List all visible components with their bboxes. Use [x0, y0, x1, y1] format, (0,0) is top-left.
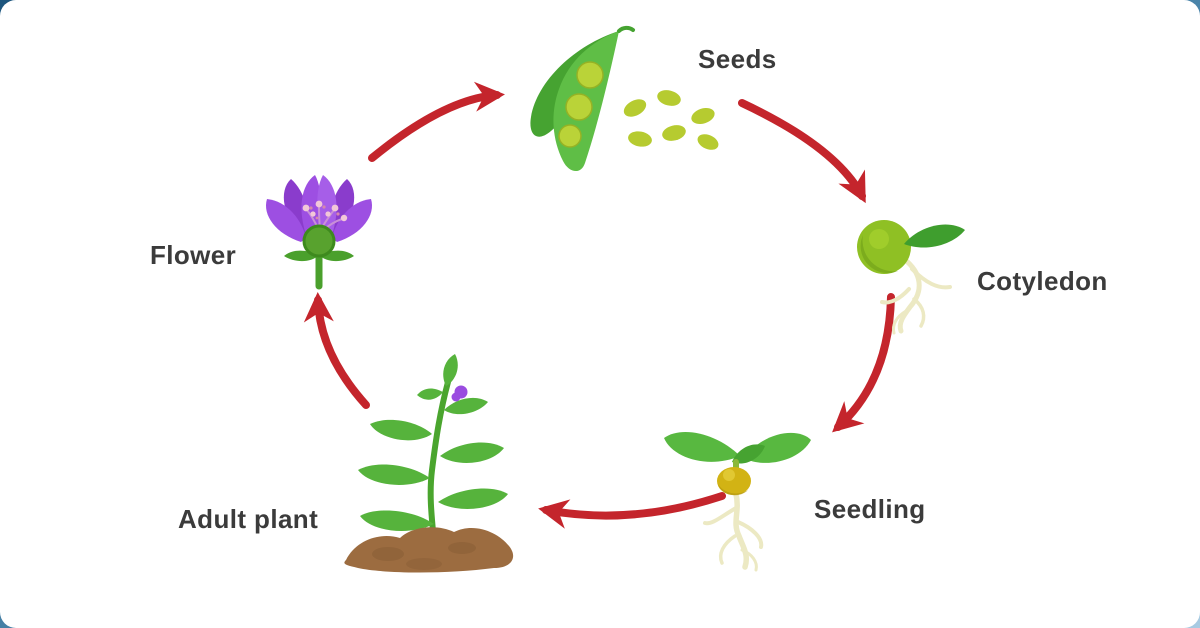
arrow-seedling-to-adult-plant: [538, 492, 726, 529]
adult-plant-illustration: [344, 354, 514, 573]
cotyledon-illustration: [857, 220, 965, 335]
flower-illustration: [265, 175, 373, 290]
seeds-label: Seeds: [698, 44, 777, 74]
cotyledon-label: Cotyledon: [977, 266, 1108, 296]
arrow-adult-plant-to-flower: [303, 292, 370, 409]
soil-mound: [344, 527, 514, 573]
scattered-seeds-illustration: [623, 90, 719, 150]
arrow-cotyledon-to-seedling: [832, 293, 895, 433]
seedling-label: Seedling: [814, 494, 926, 524]
adult-plant-label: Adult plant: [178, 504, 319, 534]
flower-label: Flower: [150, 240, 237, 270]
pea-pod-illustration: [530, 25, 635, 172]
arrow-flower-to-seeds: [368, 81, 505, 162]
seedling-illustration: [664, 431, 811, 572]
arrow-seeds-to-cotyledon: [738, 99, 866, 204]
